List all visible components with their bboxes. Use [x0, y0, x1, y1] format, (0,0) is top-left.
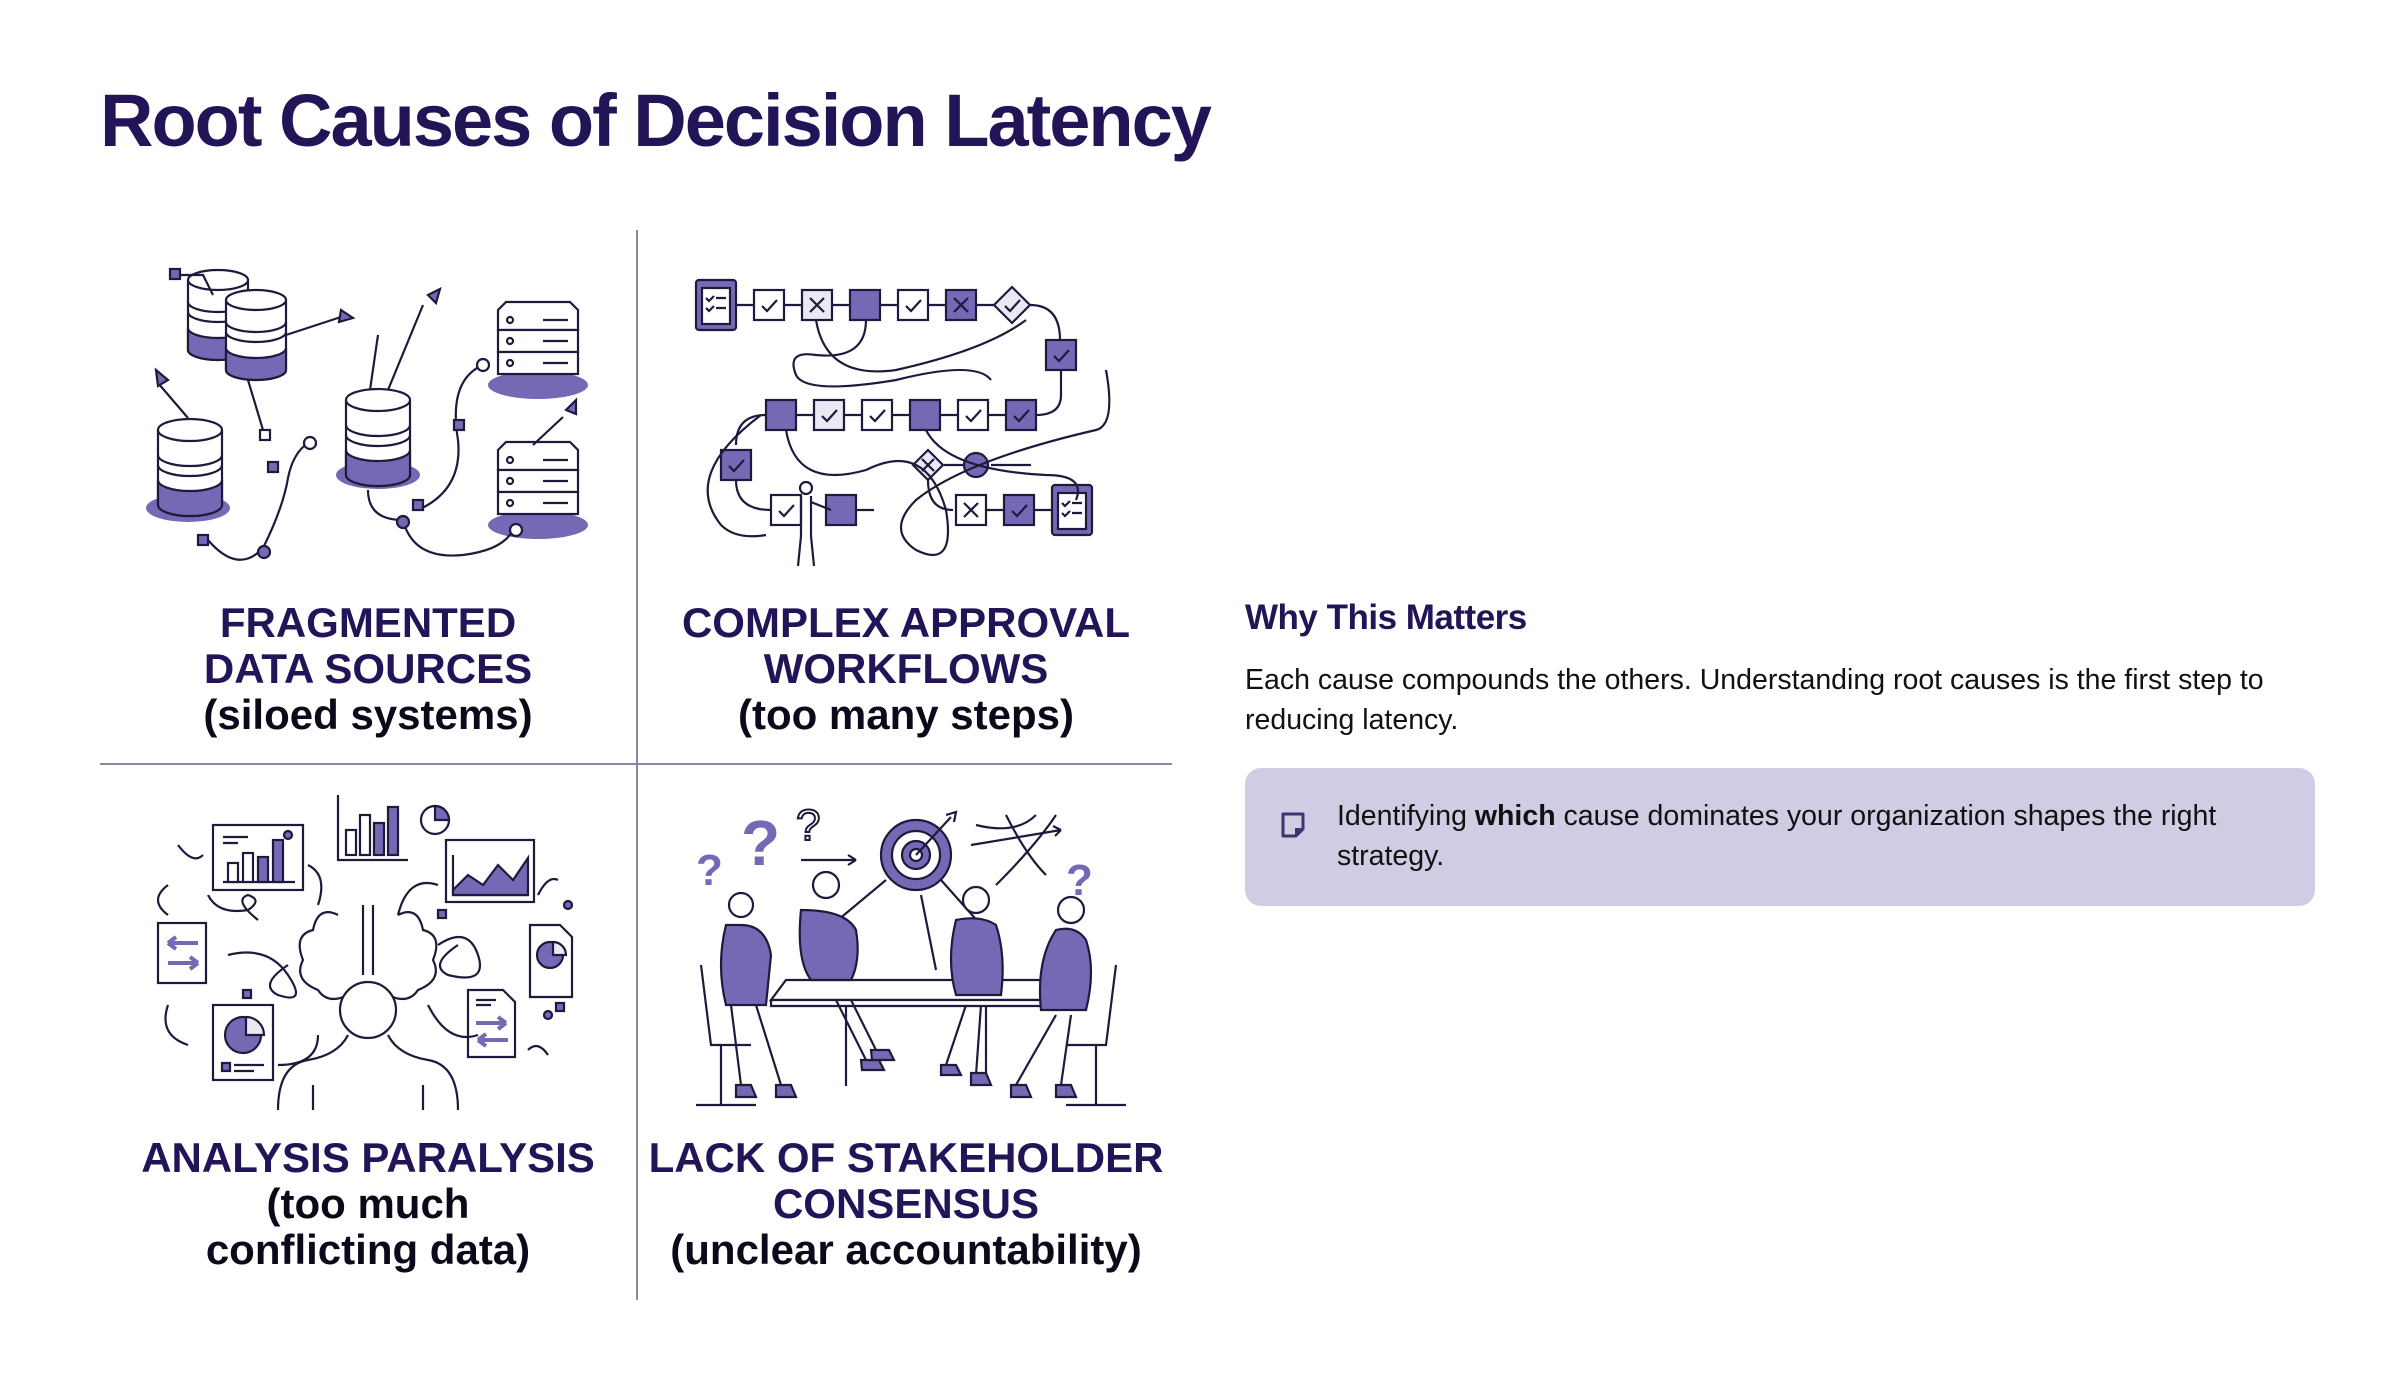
cause-heading: LACK OF STAKEHOLDER — [648, 1134, 1164, 1181]
cause-caption: ANALYSIS PARALYSIS (too much conflicting… — [141, 1135, 595, 1273]
cause-card-approval-workflows: COMPLEX APPROVAL WORKFLOWS (too many ste… — [638, 230, 1174, 763]
cause-card-analysis-paralysis: ANALYSIS PARALYSIS (too much conflicting… — [100, 765, 636, 1298]
sticky-note-icon — [1281, 812, 1305, 838]
causes-grid: FRAGMENTED DATA SOURCES (siloed systems) — [100, 230, 1172, 1300]
cause-subtitle: (too many steps) — [737, 691, 1075, 738]
cause-subtitle: (unclear accountability) — [670, 1226, 1142, 1273]
cause-caption: LACK OF STAKEHOLDER CONSENSUS (unclear a… — [649, 1135, 1164, 1273]
cause-subtitle: conflicting data) — [205, 1226, 531, 1273]
cause-heading: CONSENSUS — [772, 1180, 1040, 1227]
cause-heading: FRAGMENTED — [219, 599, 517, 646]
cause-card-stakeholder-consensus: ? ? ? ? — [638, 765, 1174, 1298]
callout-text-emphasis: which — [1474, 800, 1556, 832]
grid-divider-vertical — [636, 230, 638, 1300]
callout-text-end: cause dominates your organization shapes… — [1337, 800, 2217, 872]
grid-divider-horizontal — [100, 763, 1172, 765]
callout-text: Identifying which cause dominates your o… — [1337, 796, 2275, 876]
callout-box: Identifying which cause dominates your o… — [1245, 768, 2315, 906]
cause-subtitle: (siloed systems) — [203, 691, 533, 738]
meeting-table-target-illustration: ? ? ? ? — [696, 800, 1126, 1107]
cause-caption: FRAGMENTED DATA SOURCES (siloed systems) — [203, 600, 532, 738]
approval-flowchart-illustration — [694, 278, 1111, 567]
cause-heading: COMPLEX APPROVAL — [681, 599, 1131, 646]
svg-text:?: ? — [696, 846, 723, 895]
svg-text:?: ? — [796, 801, 820, 850]
cause-heading: WORKFLOWS — [763, 645, 1049, 692]
callout-text-start: Identifying — [1337, 800, 1475, 832]
cause-heading: ANALYSIS PARALYSIS — [141, 1134, 595, 1181]
database-servers-illustration — [146, 267, 588, 561]
cause-card-fragmented-data: FRAGMENTED DATA SOURCES (siloed systems) — [100, 230, 636, 763]
svg-text:?: ? — [741, 807, 780, 879]
cause-heading: DATA SOURCES — [203, 645, 533, 692]
side-heading: Why This Matters — [1245, 598, 1527, 637]
page-title: Root Causes of Decision Latency — [100, 79, 1212, 162]
overwhelmed-person-charts-illustration — [156, 795, 574, 1111]
why-this-matters-panel: Why This Matters Each cause compounds th… — [1245, 598, 2315, 906]
cause-subtitle: (too much — [266, 1180, 470, 1227]
cause-caption: COMPLEX APPROVAL WORKFLOWS (too many ste… — [682, 600, 1130, 738]
side-body: Each cause compounds the others. Underst… — [1245, 664, 2264, 736]
